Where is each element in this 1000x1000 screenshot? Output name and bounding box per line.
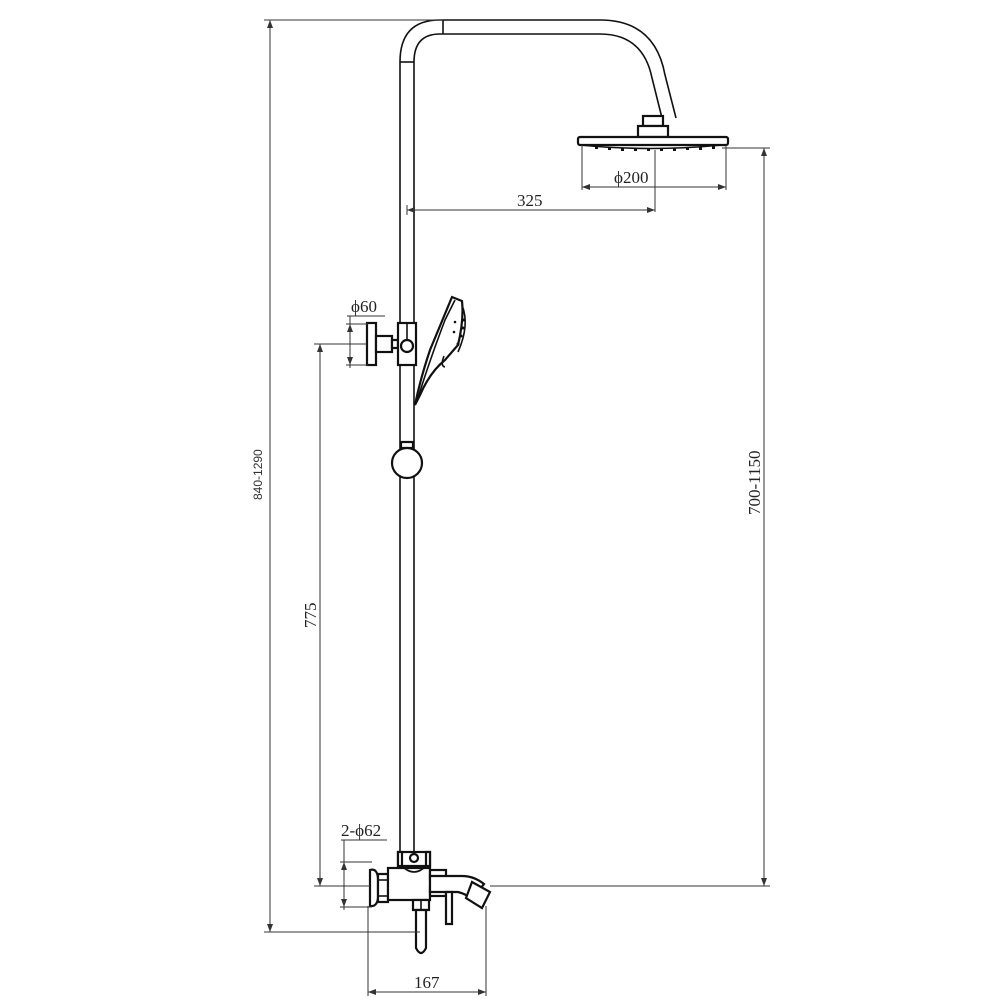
holder-knob — [399, 338, 415, 354]
dim-total-height — [264, 19, 443, 933]
dim-mixer-flanges — [340, 839, 387, 910]
dim-holder-flange — [346, 315, 385, 368]
holder-to-mixer-label: 775 — [301, 603, 320, 629]
head-height-label: 700-1150 — [745, 450, 764, 515]
holder-wall-flange — [365, 321, 378, 367]
rail-knob — [390, 440, 424, 480]
overhead-shower-head — [576, 114, 730, 151]
hand-shower-nozzles — [452, 310, 466, 346]
arm-reach-label: 325 — [517, 191, 543, 210]
mixer-projection-label: 167 — [414, 973, 440, 992]
dim-head-diameter — [581, 145, 727, 190]
shower-head-plate — [576, 135, 730, 147]
hose-outlet — [414, 908, 428, 955]
dim-arm-reach — [406, 150, 656, 215]
mixer-flanges-label: 2-ϕ62 — [341, 821, 381, 840]
hand-shower-holder — [365, 321, 418, 367]
head-diameter-label: ϕ200 — [614, 168, 648, 187]
mixer-lever — [444, 890, 454, 926]
mixer-wall-flange — [368, 868, 380, 908]
dim-mixer-projection — [367, 906, 487, 996]
diverter-knob — [408, 852, 420, 864]
mixer-body — [386, 866, 432, 902]
shower-arm — [399, 19, 677, 119]
shower-head-nozzles — [595, 146, 715, 151]
dim-head-height — [490, 147, 770, 887]
holder-arm — [374, 334, 394, 354]
holder-flange-label: ϕ60 — [351, 297, 377, 316]
dim-holder-to-mixer — [314, 343, 370, 887]
bath-mixer — [368, 850, 492, 955]
shower-head-nut — [641, 114, 665, 128]
shower-head-connector — [636, 124, 670, 139]
hand-shower-button — [441, 355, 446, 368]
total-height-label: 840-1290 — [251, 449, 265, 500]
spout-outlet — [464, 880, 492, 910]
hand-shower — [413, 295, 466, 406]
